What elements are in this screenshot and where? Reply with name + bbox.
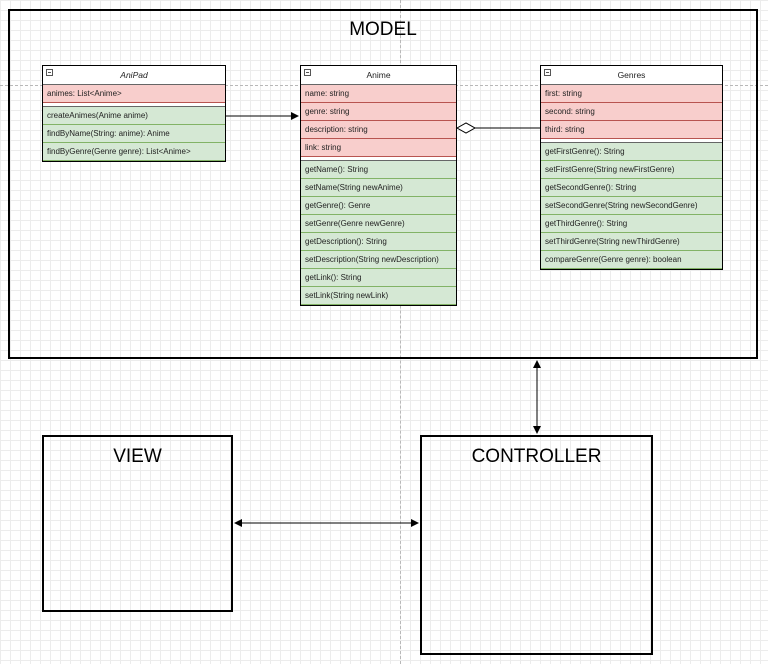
attribute-row[interactable]: name: string xyxy=(301,85,456,103)
class-anipad[interactable]: AniPad animes: List<Anime> createAnimes(… xyxy=(42,65,226,162)
class-anime-name: Anime xyxy=(366,70,391,80)
method-row[interactable]: findByName(String: anime): Anime xyxy=(43,125,225,143)
method-row[interactable]: setDescription(String newDescription) xyxy=(301,251,456,269)
class-separator xyxy=(301,157,456,161)
method-row[interactable]: getLink(): String xyxy=(301,269,456,287)
attribute-row[interactable]: genre: string xyxy=(301,103,456,121)
controller-package[interactable]: CONTROLLER xyxy=(420,435,653,655)
attribute-row[interactable]: first: string xyxy=(541,85,722,103)
class-genres-header[interactable]: Genres xyxy=(541,66,722,85)
method-row[interactable]: setThirdGenre(String newThirdGenre) xyxy=(541,233,722,251)
attribute-row[interactable]: third: string xyxy=(541,121,722,139)
collapse-icon[interactable] xyxy=(544,69,551,76)
class-genres-name: Genres xyxy=(617,70,646,80)
attribute-row[interactable]: description: string xyxy=(301,121,456,139)
method-row[interactable]: setGenre(Genre newGenre) xyxy=(301,215,456,233)
class-separator xyxy=(541,139,722,143)
method-row[interactable]: setSecondGenre(String newSecondGenre) xyxy=(541,197,722,215)
aggregation-diamond-icon xyxy=(455,122,477,134)
method-row[interactable]: getName(): String xyxy=(301,161,456,179)
view-title: VIEW xyxy=(113,446,162,467)
method-row[interactable]: getGenre(): Genre xyxy=(301,197,456,215)
attribute-row[interactable]: second: string xyxy=(541,103,722,121)
method-row[interactable]: createAnimes(Anime anime) xyxy=(43,107,225,125)
model-package[interactable]: MODEL xyxy=(8,9,758,359)
class-genres[interactable]: Genres first: string second: string thir… xyxy=(540,65,723,270)
view-package[interactable]: VIEW xyxy=(42,435,233,612)
attribute-row[interactable]: link: string xyxy=(301,139,456,157)
method-row[interactable]: getThirdGenre(): String xyxy=(541,215,722,233)
collapse-icon[interactable] xyxy=(304,69,311,76)
attribute-row[interactable]: animes: List<Anime> xyxy=(43,85,225,103)
grid-guide-vertical xyxy=(400,0,401,664)
method-row[interactable]: setFirstGenre(String newFirstGenre) xyxy=(541,161,722,179)
method-row[interactable]: setLink(String newLink) xyxy=(301,287,456,305)
controller-title: CONTROLLER xyxy=(471,446,602,467)
method-row[interactable]: compareGenre(Genre genre): boolean xyxy=(541,251,722,269)
class-anipad-name: AniPad xyxy=(120,70,148,80)
method-row[interactable]: getDescription(): String xyxy=(301,233,456,251)
class-anime[interactable]: Anime name: string genre: string descrip… xyxy=(300,65,457,306)
method-row[interactable]: setName(String newAnime) xyxy=(301,179,456,197)
method-row[interactable]: getSecondGenre(): String xyxy=(541,179,722,197)
class-anime-header[interactable]: Anime xyxy=(301,66,456,85)
method-row[interactable]: findByGenre(Genre genre): List<Anime> xyxy=(43,143,225,161)
class-separator xyxy=(43,103,225,107)
class-anipad-header[interactable]: AniPad xyxy=(43,66,225,85)
collapse-icon[interactable] xyxy=(46,69,53,76)
method-row[interactable]: getFirstGenre(): String xyxy=(541,143,722,161)
model-title: MODEL xyxy=(349,19,417,40)
